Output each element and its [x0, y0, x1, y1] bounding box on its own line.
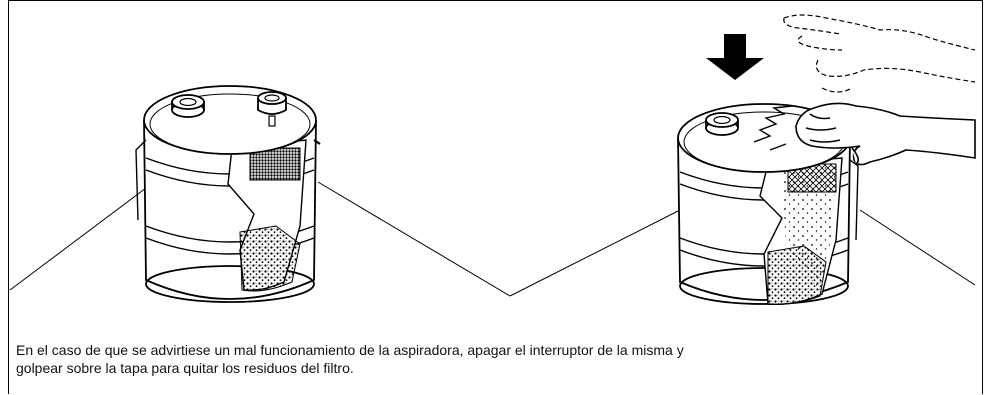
caption-line-1: En el caso de que se advirtiese un mal f… [16, 342, 684, 358]
hand-illustration [795, 102, 976, 166]
illustration [9, 14, 976, 305]
arrow-down-icon [706, 34, 764, 80]
caption-line-2: golpear sobre la tapa para quitar los re… [16, 360, 354, 376]
figure-frame [8, 0, 983, 394]
impact-mark [753, 105, 793, 151]
hand-motion-outline [783, 14, 976, 93]
floor-lines-right [509, 207, 976, 297]
drum-right [677, 103, 859, 305]
caption-text: En el caso de que se advirtiese un mal f… [16, 341, 966, 377]
floor-lines-left [9, 181, 511, 297]
drum-left [135, 85, 321, 303]
